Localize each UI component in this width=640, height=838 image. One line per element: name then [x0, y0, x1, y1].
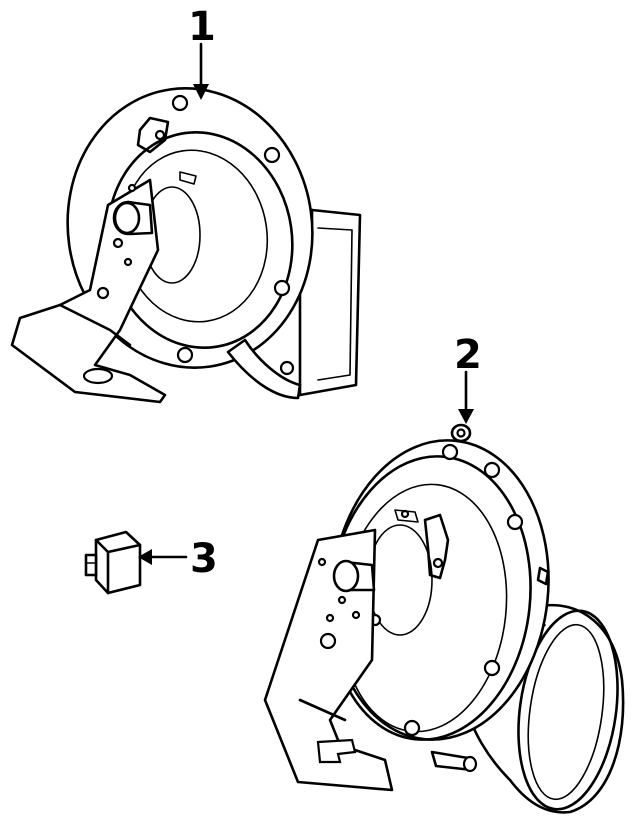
callout-2: 2: [454, 332, 482, 424]
callout-1-label: 1: [188, 4, 216, 50]
relay-3[interactable]: [84, 530, 142, 595]
callout-3: 3: [138, 536, 218, 582]
horn-1[interactable]: [10, 72, 362, 404]
callout-1: 1: [188, 4, 216, 100]
horn-2[interactable]: [263, 423, 629, 816]
callout-2-label: 2: [454, 332, 482, 378]
callout-3-label: 3: [190, 536, 218, 582]
